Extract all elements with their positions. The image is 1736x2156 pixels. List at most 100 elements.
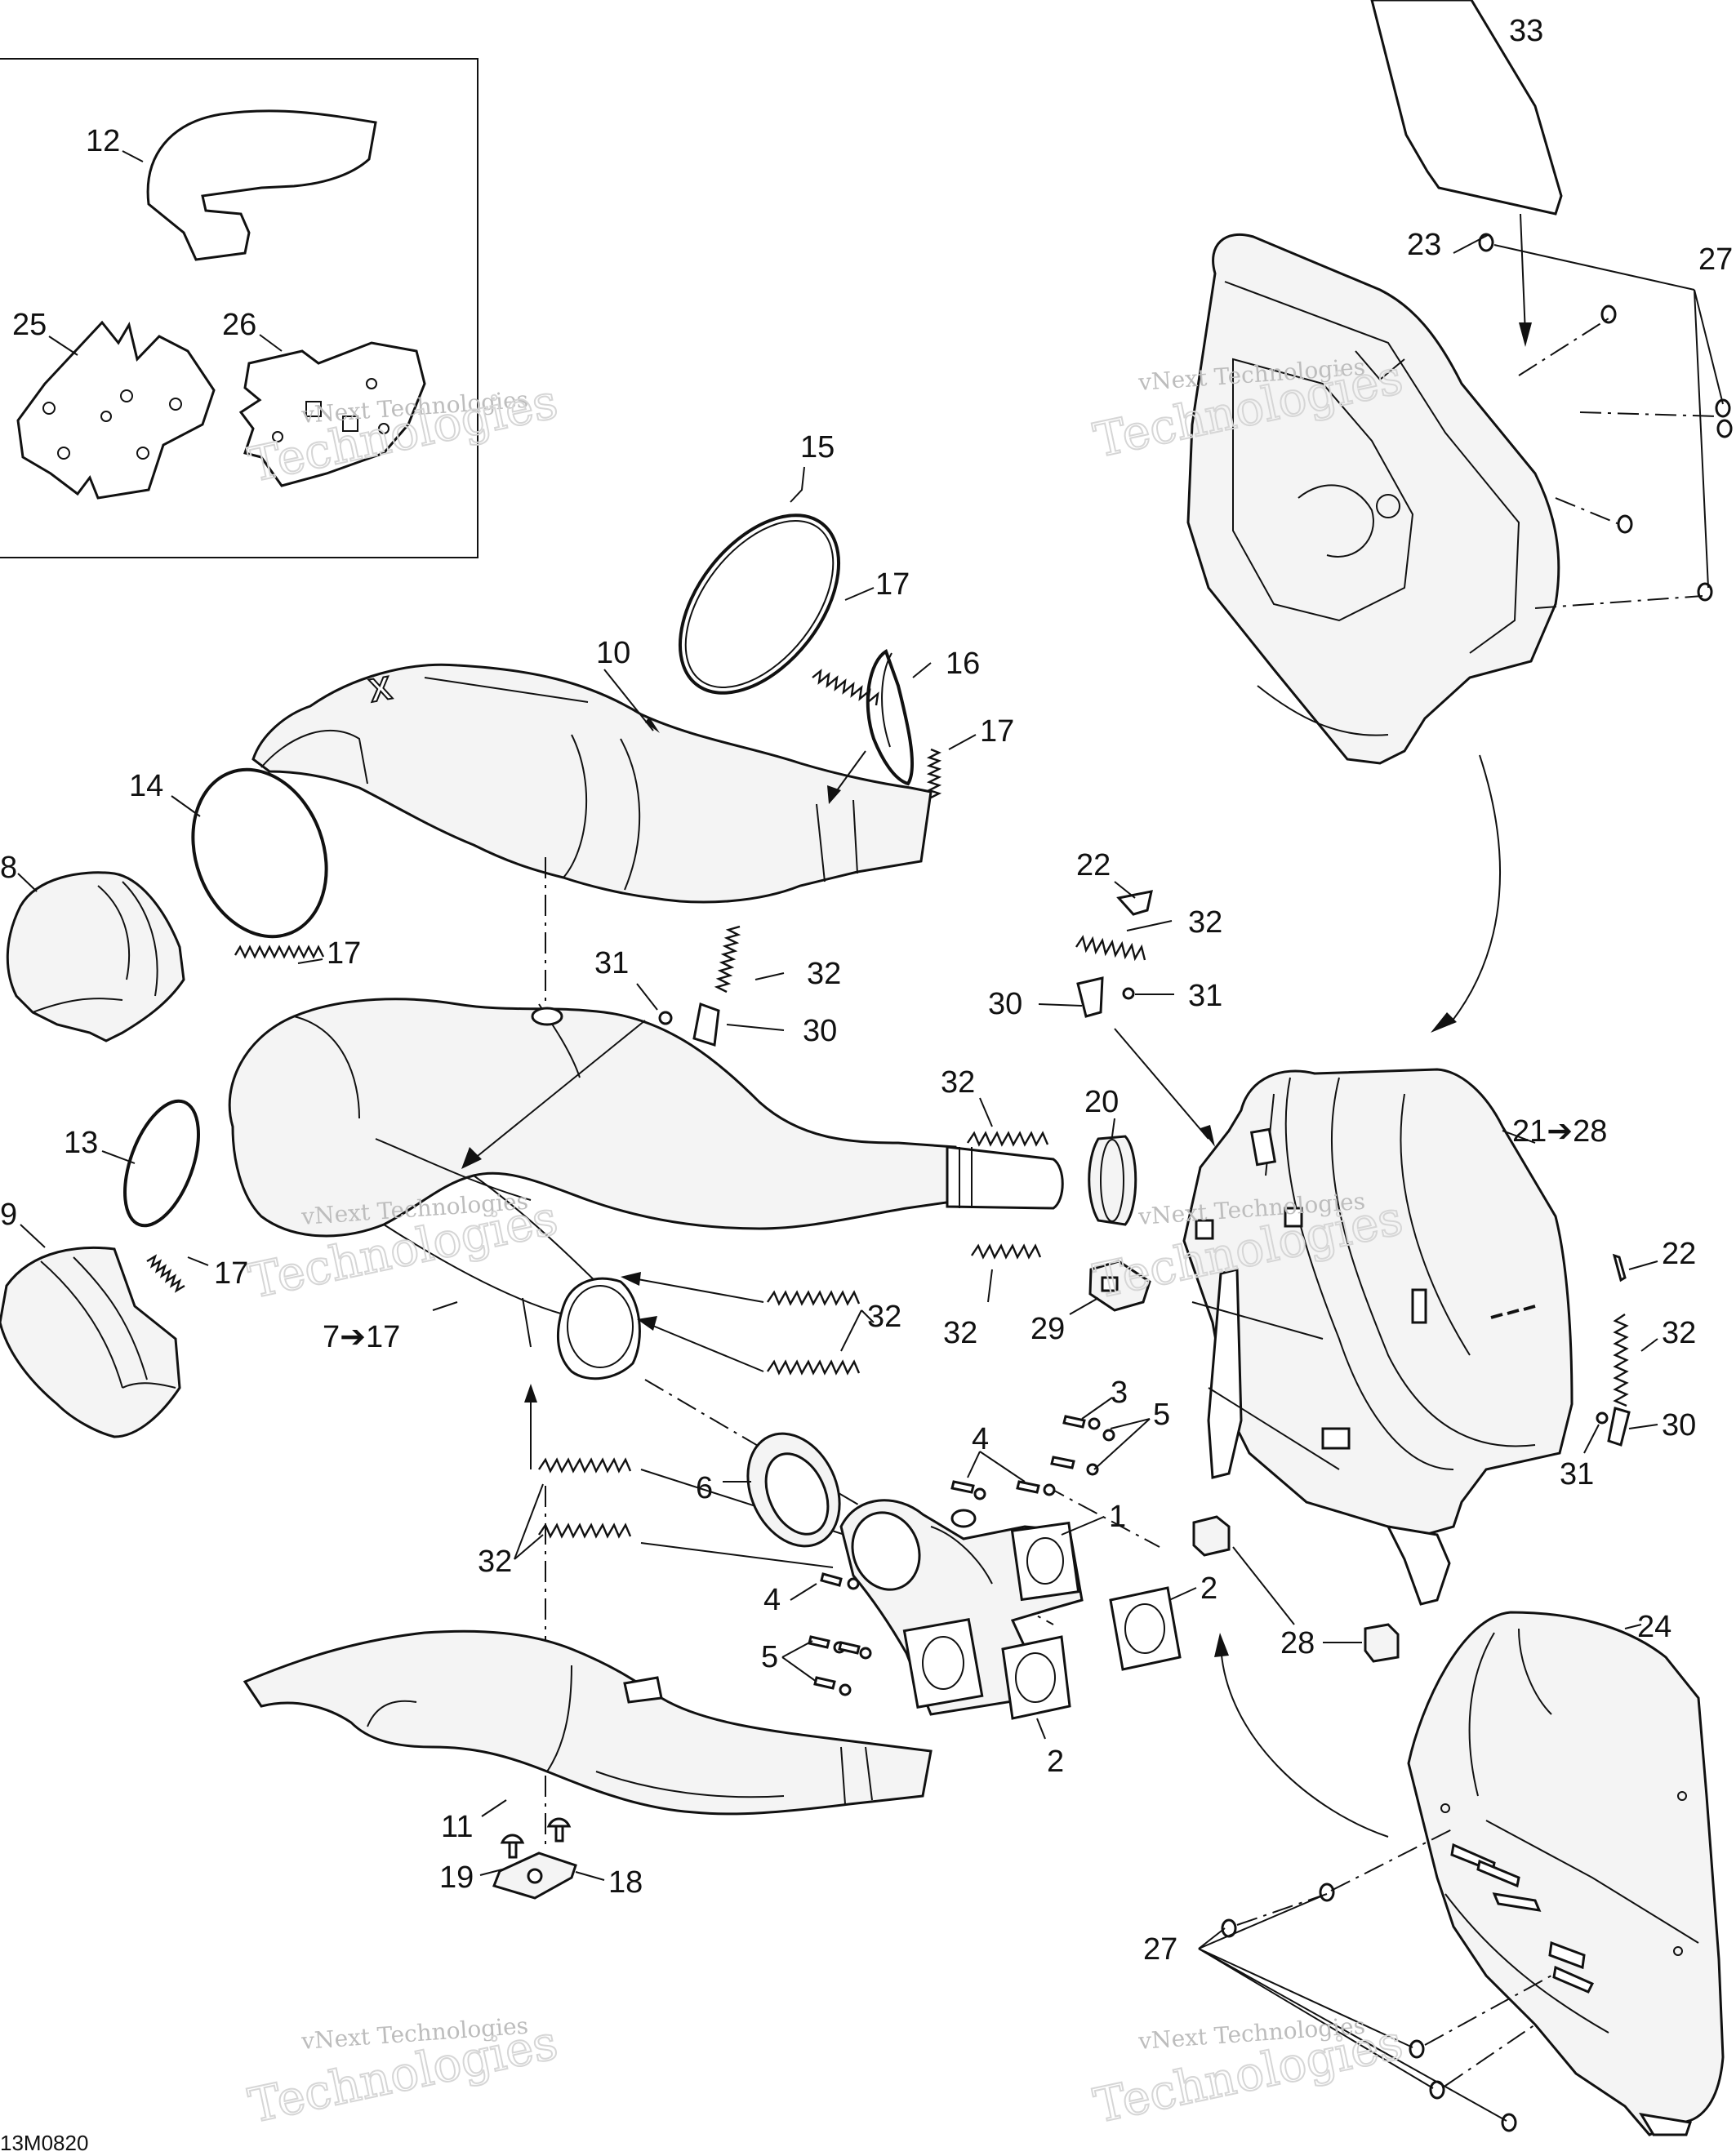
leader-32f-1 — [861, 1309, 875, 1323]
callout-2-b: 2 — [1047, 1745, 1064, 1779]
callout-25: 25 — [12, 308, 47, 342]
callout-31-a: 31 — [594, 946, 629, 980]
leader-32c — [979, 1097, 993, 1127]
part-16-clamp — [866, 649, 915, 786]
part-31-bolt-a — [1122, 987, 1135, 1000]
callout-13: 13 — [64, 1126, 98, 1160]
leader-30a-arrow — [1114, 1028, 1209, 1140]
part-27-nuts-bottom — [1221, 1883, 1517, 2132]
leader-4a-2 — [979, 1451, 1026, 1483]
callout-17-d: 17 — [214, 1256, 248, 1291]
leader-31b — [636, 983, 658, 1011]
part-22-bracket-a — [1116, 890, 1153, 916]
leader-3 — [1081, 1397, 1113, 1420]
callout-16: 16 — [946, 647, 980, 681]
callout-10: 10 — [596, 636, 630, 670]
leader-17c — [297, 958, 323, 964]
part-2-gasket-a — [1109, 1586, 1182, 1671]
callout-8: 8 — [0, 851, 17, 885]
arrow-24-to-21 — [1220, 1644, 1389, 1838]
part-30-bracket-c — [1607, 1407, 1631, 1447]
callout-32-d: 32 — [943, 1316, 977, 1350]
leader-17d — [187, 1256, 209, 1266]
leader-32d — [987, 1269, 993, 1303]
arrowhead-16 — [827, 785, 841, 804]
part-10-heat-shield: X — [251, 663, 933, 904]
part-17-spring-b — [926, 748, 942, 800]
leader-1 — [1061, 1516, 1105, 1536]
callout-32-f: 32 — [867, 1300, 901, 1334]
leader-5a-2 — [1093, 1418, 1151, 1470]
leader-5b-1 — [781, 1640, 813, 1658]
callout-31-c: 31 — [1560, 1457, 1594, 1491]
leader-20 — [1111, 1118, 1115, 1137]
part-25-holes — [42, 389, 182, 460]
callout-17-b: 17 — [980, 714, 1014, 749]
leader-30a — [1038, 1003, 1083, 1007]
part-26-heat-shield — [238, 341, 426, 487]
leader-13 — [101, 1150, 136, 1164]
part-17-spring-d — [146, 1254, 185, 1293]
leader-24 — [1624, 1624, 1642, 1629]
part-8-heat-shield — [6, 871, 185, 1042]
callout-26: 26 — [222, 308, 256, 342]
part-30-bracket-b — [692, 1002, 720, 1047]
leader-32f-arrow-2 — [644, 1322, 764, 1372]
align-cone-manifold — [644, 1379, 883, 1519]
callout-31-b: 31 — [1188, 979, 1222, 1013]
callout-5-b: 5 — [761, 1640, 778, 1674]
leader-30b — [726, 1024, 785, 1031]
callout-24: 24 — [1637, 1610, 1671, 1644]
inset-frame — [0, 58, 479, 558]
part-32-spring-f — [767, 1290, 861, 1376]
leader-9 — [20, 1224, 46, 1248]
leaders-27-top — [1453, 234, 1724, 609]
part-18-plate — [492, 1851, 577, 1900]
arrowhead-30a — [1200, 1125, 1215, 1147]
part-32-spring-b — [714, 925, 741, 994]
part-32-spring-e — [1613, 1314, 1629, 1407]
leaders-27-bottom — [1198, 1828, 1552, 2122]
part-32-spring-d — [971, 1243, 1042, 1260]
leader-32f-arrow-1 — [628, 1277, 764, 1303]
arrowhead-31b — [461, 1147, 482, 1169]
callout-5-a: 5 — [1153, 1398, 1170, 1432]
leader-2a — [1168, 1587, 1197, 1601]
arrowhead-33 — [1519, 322, 1532, 347]
part-11-heat-shield — [243, 1629, 933, 1816]
part-25-heat-shield — [16, 320, 216, 500]
callout-30-c: 30 — [1662, 1408, 1696, 1443]
leader-28a — [1232, 1546, 1295, 1625]
leader-16-arrow — [832, 750, 866, 797]
leader-32g-2 — [514, 1483, 544, 1560]
leader-18 — [575, 1871, 605, 1881]
callout-32-b: 32 — [807, 957, 841, 991]
callout-27-bottom: 27 — [1143, 1932, 1177, 1967]
callout-22-b: 22 — [1662, 1237, 1696, 1271]
arrowhead-32f-1 — [621, 1272, 641, 1286]
leader-17b — [948, 734, 977, 750]
part-22-bracket-b — [1612, 1253, 1627, 1282]
arrowhead-up — [524, 1384, 537, 1403]
diagram-id: 13M0820 — [0, 2131, 88, 2155]
callout-11: 11 — [441, 1810, 473, 1844]
part-21-muffler — [1182, 1068, 1574, 1606]
leader-31c — [1583, 1424, 1600, 1454]
callout-18: 18 — [608, 1865, 643, 1900]
part-32-spring-g — [538, 1457, 632, 1539]
leader-31b-arrow — [473, 1020, 646, 1160]
leader-15 — [790, 466, 805, 503]
part-31-bolt-c — [1596, 1411, 1609, 1425]
leader-32g-arrow-2 — [640, 1542, 834, 1568]
part-7-tuned-pipe — [228, 998, 1064, 1380]
callout-27-top: 27 — [1698, 242, 1733, 277]
callout-6: 6 — [696, 1471, 713, 1505]
part-32-spring-c — [967, 1131, 1049, 1147]
leader-8 — [17, 873, 38, 892]
callout-32-g: 32 — [478, 1545, 512, 1579]
leader-29 — [1069, 1297, 1099, 1315]
part-12-heat-shield — [146, 109, 377, 261]
leader-30c — [1628, 1424, 1658, 1429]
leader-32g-1 — [514, 1534, 544, 1560]
